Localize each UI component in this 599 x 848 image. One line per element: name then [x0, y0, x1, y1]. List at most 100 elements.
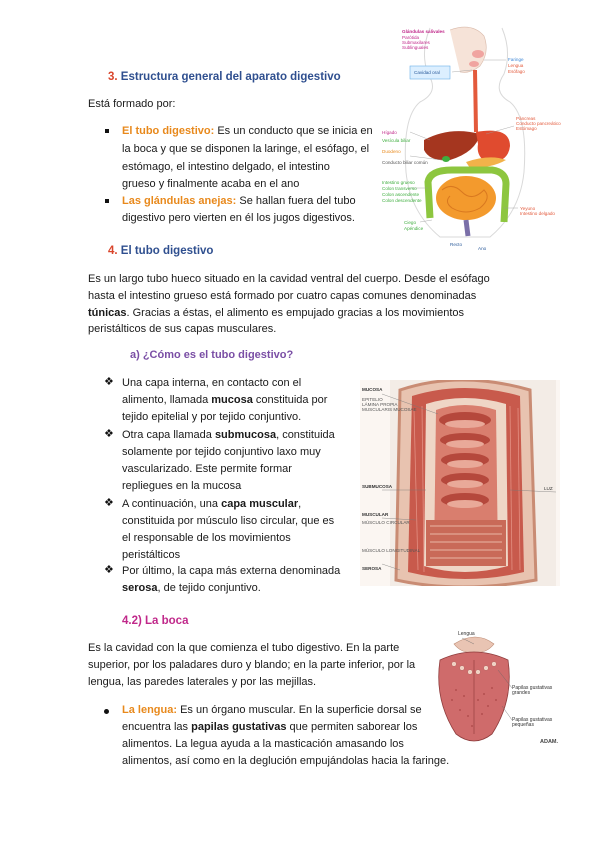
label-papilas-grandes: Papilas gustativas grandes: [512, 685, 553, 696]
bullet-square: [105, 129, 109, 133]
section4-title: El tubo digestivo: [120, 245, 214, 257]
label-serosa: SEROSA: [362, 566, 382, 571]
term-submucosa: submucosa: [214, 429, 277, 441]
layer4-line1: Por último, la capa más externa denomina…: [122, 565, 341, 577]
lengua-line4: alimentos, así como en la deglución empu…: [122, 755, 450, 767]
layer3-line1: A continuación, una capa muscular,: [122, 498, 302, 510]
layer3-line3: el responsable de los movimientos: [122, 532, 291, 544]
layer4-line2: serosa, de tejido conjuntivo.: [122, 582, 261, 594]
section3-number: 3.: [108, 71, 118, 83]
label-intestino-grueso: Intestino grueso: [382, 180, 415, 185]
lengua-line2: encuentra las papilas gustativas que per…: [122, 721, 418, 733]
digestive-tube-figure: MUCOSA EPITELIO LÁMINA PROPIA MUSCULARIS…: [360, 378, 560, 589]
bullet-dot: [104, 709, 109, 714]
tongue-figure: Lengua Papilas gustativas grandes Papila…: [432, 630, 572, 750]
label-epitelio: EPITELIO: [362, 397, 383, 402]
label-mucosa: MUCOSA: [362, 387, 383, 392]
label-papilas-pequenas: Papilas gustativas pequeñas: [512, 717, 553, 728]
label-intestino-delgado: Intestino delgado: [520, 211, 555, 216]
layer2-line3: vascularizado. Este permite formar: [122, 463, 292, 475]
label-pancreas: Páncreas: [516, 116, 536, 121]
digestive-system-illustration: [404, 26, 526, 238]
label-esofago: Esófago: [508, 69, 525, 74]
term-capa-muscular: capa muscular: [221, 498, 299, 510]
bullet-diamond: ❖: [104, 376, 114, 388]
section3-title: Estructura general del aparato digestivo: [120, 71, 341, 83]
lengua-line1: La lengua: Es un órgano muscular. En la …: [122, 704, 422, 716]
tongue-illustration: [438, 636, 513, 742]
label-luz: LUZ: [544, 486, 553, 491]
term-papilas: papilas gustativas: [191, 721, 287, 733]
term-mucosa: mucosa: [211, 394, 253, 406]
label-ano: Ano: [478, 246, 487, 251]
section4-para-line4: peristálticos de sus capas musculares.: [88, 323, 277, 335]
label-circular: MÚSCULO CIRCULAR: [362, 520, 410, 525]
layer2-line2: solamente por tejido conjuntivo laxo muy: [122, 446, 321, 458]
digestive-tube-illustration: [381, 378, 557, 589]
label-ciego: Ciego: [404, 220, 417, 225]
term-lengua: La lengua:: [122, 704, 178, 716]
label-cavidad: Cavidad oral: [414, 70, 440, 75]
digestive-system-figure: Glándulas salivales Parótida Submaxilare…: [380, 22, 561, 254]
label-glandulas: Glándulas salivales: [402, 29, 445, 34]
layer3-line2: constituida por músculo liso circular, q…: [122, 515, 335, 527]
label-lengua: Lengua: [508, 63, 524, 68]
layer2-line1: Otra capa llamada submucosa, constituida: [122, 429, 335, 441]
section3-intro: Está formado por:: [88, 98, 176, 110]
label-higado: Hígado: [382, 130, 397, 135]
layer1-line1: Una capa interna, en contacto con el: [122, 377, 302, 389]
label-conducto-pancreatico: Conducto pancreático: [516, 121, 561, 126]
section4-number: 4.: [108, 245, 118, 257]
layer2-line4: repliegues en la mucosa: [122, 480, 242, 492]
bullet-diamond: ❖: [104, 497, 114, 509]
label-muscular: MUSCULAR: [362, 512, 389, 517]
adam-logo: ADAM.: [540, 739, 559, 745]
label-yeyuno: Yeyuno: [520, 206, 536, 211]
layer3-line4: peristálticos: [122, 549, 181, 561]
bullet-glandulas-line2: digestivo pero vierten en él los jugos d…: [122, 212, 355, 224]
label-lamina: LÁMINA PROPIA: [362, 402, 398, 407]
section4-subheading: a) ¿Cómo es el tubo digestivo?: [130, 349, 294, 361]
label-sublinguales: Sublinguales: [402, 45, 429, 50]
label-submaxilares: Submaxilares: [402, 40, 430, 45]
label-submucosa: SUBMUCOSA: [362, 484, 393, 489]
section42-para-line2: superior, por los paladares duro y bland…: [88, 659, 416, 671]
section4-para-line3: túnicas. Gracias a éstas, el alimento es…: [88, 307, 465, 319]
term-serosa: serosa: [122, 582, 158, 594]
term-tunicas: túnicas: [88, 307, 127, 319]
section4-heading: 4. El tubo digestivo: [108, 245, 213, 257]
section4-para-line2: hasta el intestino grueso está formado p…: [88, 290, 477, 302]
layer1-line2: alimento, llamada mucosa constituida por: [122, 394, 328, 406]
section42-heading: 4.2) La boca: [122, 615, 189, 627]
label-recto: Recto: [450, 242, 463, 247]
term-tubo: El tubo digestivo:: [122, 125, 215, 137]
section3-heading: 3. Estructura general del aparato digest…: [108, 71, 341, 83]
section42-para-line3: lengua, las paredes laterales y por las …: [88, 676, 317, 688]
label-colon-transverso: Colon transverso: [382, 186, 417, 191]
section4-para-line1: Es un largo tubo hueco situado en la cav…: [88, 273, 490, 285]
label-lengua-fig: Lengua: [458, 631, 475, 637]
label-vesicula: Vesícula biliar: [382, 138, 411, 143]
label-muscularis: MUSCULARIS MUCOSAE: [362, 407, 417, 412]
bullet-tubo-line2: la boca y que se disponen la laringe, el…: [122, 143, 370, 155]
section42-para-line1: Es la cavidad con la que comienza el tub…: [88, 642, 400, 654]
label-estomago: Estómago: [516, 126, 537, 131]
lengua-line3: alimentos. La legua ayuda a la masticaci…: [122, 738, 404, 750]
label-longitudinal: MÚSCULO LONGITUDINAL: [362, 548, 421, 553]
bullet-diamond: ❖: [104, 564, 114, 576]
label-parotida: Parótida: [402, 35, 420, 40]
term-glandulas: Las glándulas anejas:: [122, 195, 237, 207]
bullet-tubo-line1: El tubo digestivo: Es un conducto que se…: [122, 125, 373, 137]
label-faringe: Faringe: [508, 57, 524, 62]
bullet-diamond: ❖: [104, 428, 114, 440]
bullet-glandulas-line1: Las glándulas anejas: Se hallan fuera de…: [122, 195, 356, 207]
label-conducto-biliar: Conducto biliar común: [382, 160, 428, 165]
label-colon-ascendente: Colon ascendente: [382, 192, 420, 197]
label-duodeno: Duodeno: [382, 149, 401, 154]
label-apendice: Apéndice: [404, 226, 424, 231]
bullet-tubo-line4: grueso y finalmente acaba en el ano: [122, 178, 300, 190]
label-colon-descendente: Colon descendente: [382, 198, 422, 203]
layer1-line3: tejido epitelial y por tejido conjuntivo…: [122, 411, 302, 423]
bullet-square: [105, 199, 109, 203]
bullet-tubo-line3: estómago, el intestino delgado, el intes…: [122, 161, 330, 173]
